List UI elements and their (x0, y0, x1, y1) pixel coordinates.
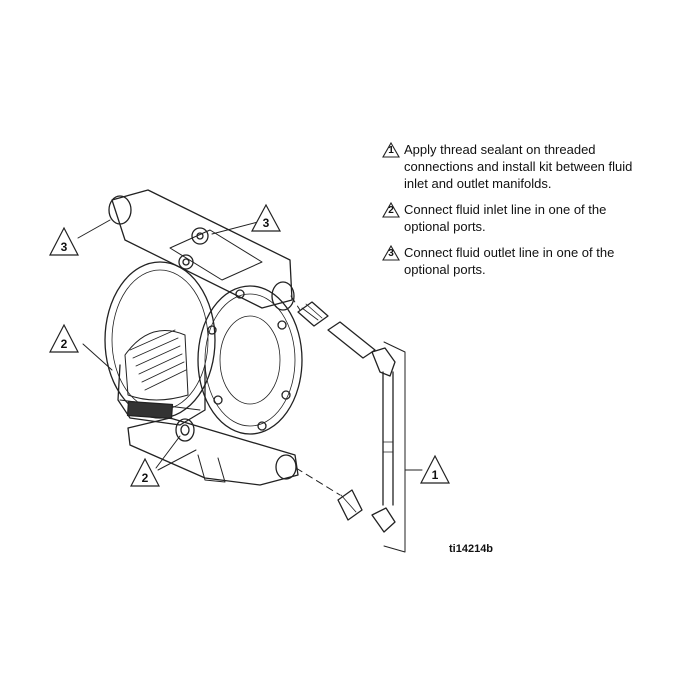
note-2-text: Connect fluid inlet line in one of the o… (404, 202, 607, 234)
callout-inlet-side: 2 (49, 323, 79, 353)
note-1-marker: 1 (388, 145, 394, 156)
warning-triangle-icon: 1 (382, 142, 400, 158)
right-fluid-cover (197, 285, 303, 435)
leader-lines (77, 219, 259, 471)
inlet-manifold (127, 417, 299, 486)
callout-inlet-bottom: 2 (130, 457, 160, 487)
callout-inlet-bottom-number: 2 (142, 471, 149, 485)
kit-bracket (383, 341, 423, 553)
callout-outlet-left-number: 3 (61, 240, 68, 254)
note-1-text: Apply thread sealant on threaded connect… (404, 142, 633, 191)
flow-dash-lines (290, 295, 341, 496)
note-3-marker: 3 (388, 248, 394, 259)
note-3-text: Connect fluid outlet line in one of the … (404, 245, 615, 277)
note-2-marker: 2 (388, 205, 394, 216)
note-3: 3 Connect fluid outlet line in one of th… (382, 244, 642, 278)
lower-elbow (371, 507, 396, 533)
callout-kit: 1 (420, 454, 450, 484)
callout-inlet-side-number: 2 (61, 337, 68, 351)
instruction-notes: 1 Apply thread sealant on threaded conne… (382, 141, 642, 287)
outlet-manifold (108, 189, 295, 311)
callout-outlet-top: 3 (250, 203, 282, 232)
callout-outlet-top-number: 3 (263, 216, 270, 230)
upper-fitting (297, 301, 329, 327)
upper-elbow (371, 347, 396, 377)
callout-outlet-left: 3 (49, 226, 79, 256)
callout-kit-number: 1 (432, 468, 439, 482)
warning-triangle-icon: 3 (382, 245, 400, 261)
note-1: 1 Apply thread sealant on threaded conne… (382, 141, 642, 192)
left-fluid-cover (104, 261, 216, 426)
note-2: 2 Connect fluid inlet line in one of the… (382, 201, 642, 235)
air-motor (124, 329, 189, 420)
kit-pipe (382, 371, 394, 506)
lower-fitting (337, 489, 363, 521)
warning-triangle-icon: 2 (382, 202, 400, 218)
figure-id: ti14214b (449, 543, 494, 555)
upper-nipple (327, 321, 376, 359)
